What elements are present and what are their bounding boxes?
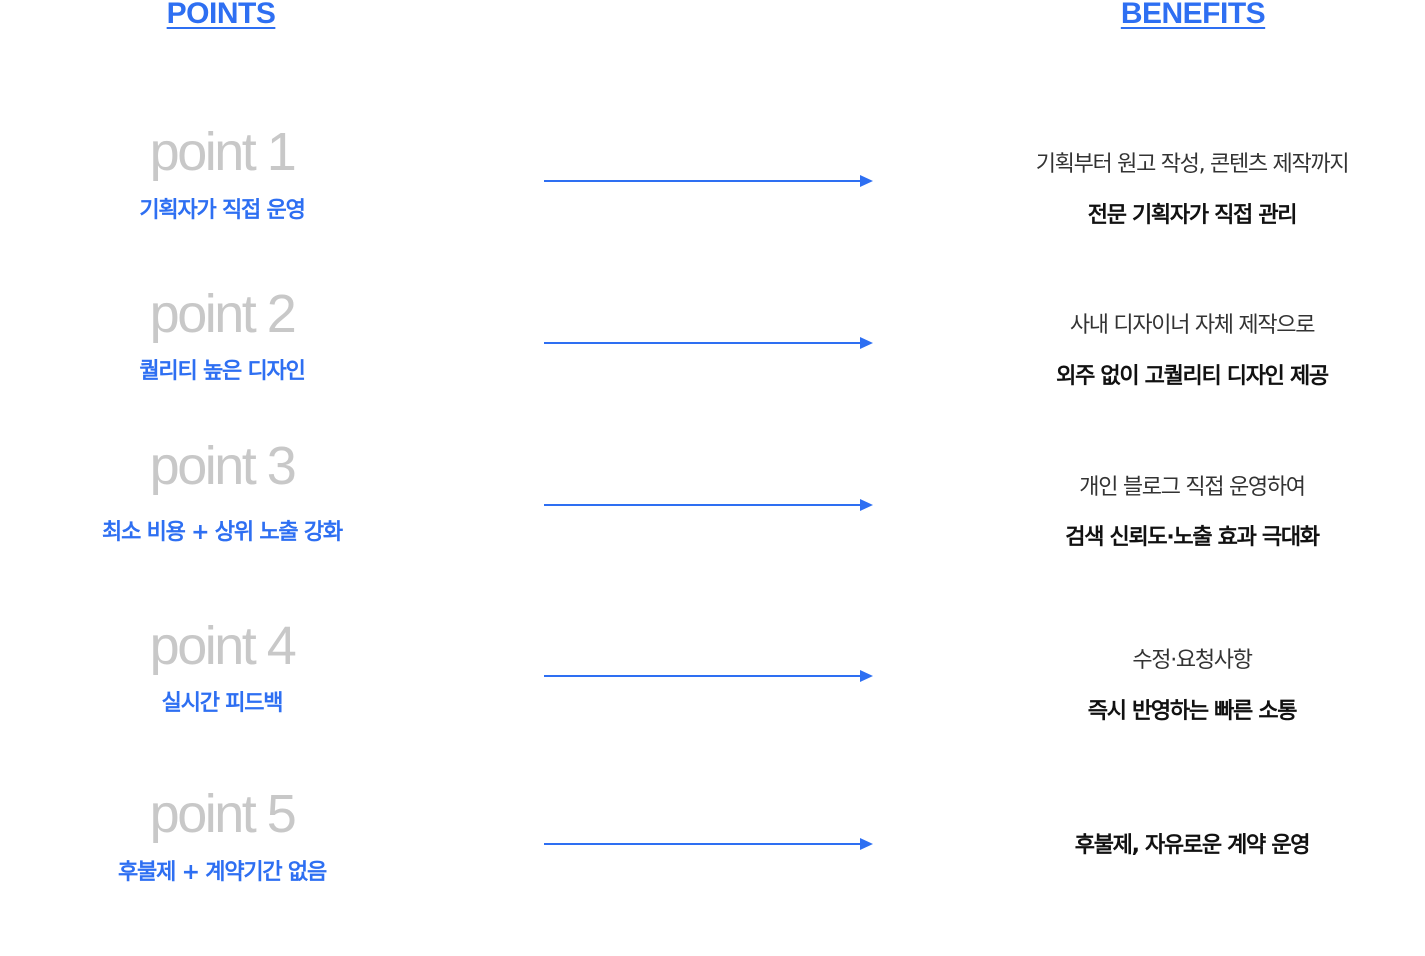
benefits-header: BENEFITS [1120,0,1266,30]
arrow-right-icon [544,838,873,850]
arrow-right-icon [544,175,873,187]
benefit-subtext: 개인 블로그 직접 운영하여 [1079,475,1306,500]
point-number: point 3 [149,436,297,496]
point-title: 기획자가 직접 운영 [139,198,305,223]
benefit-main-text: 외주 없이 고퀄리티 디자인 제공 [1056,364,1329,389]
benefit-main-text: 즉시 반영하는 빠른 소통 [1087,699,1298,724]
point-number: point 2 [149,284,297,344]
arrow-right-icon [544,499,873,511]
point-title: 실시간 피드백 [161,691,284,716]
point-title: 최소 비용 + 상위 노출 강화 [102,520,343,545]
arrow-right-icon [544,337,873,349]
benefit-subtext: 사내 디자이너 자체 제작으로 [1069,313,1316,338]
benefit-main-text: 전문 기획자가 직접 관리 [1087,203,1298,228]
point-title: 퀄리티 높은 디자인 [139,359,305,384]
benefit-main-text: 검색 신뢰도·노출 효과 극대화 [1065,525,1320,550]
arrow-right-icon [544,670,873,682]
benefit-main-text: 후불제, 자유로운 계약 운영 [1074,833,1311,858]
benefit-subtext: 기획부터 원고 작성, 콘텐츠 제작까지 [1035,152,1350,177]
point-number: point 4 [149,616,297,676]
point-number: point 1 [149,122,297,182]
point-title: 후불제 + 계약기간 없음 [118,860,327,885]
point-number: point 5 [149,784,297,844]
points-header: POINTS [166,0,276,30]
benefit-subtext: 수정·요청사항 [1132,648,1253,673]
